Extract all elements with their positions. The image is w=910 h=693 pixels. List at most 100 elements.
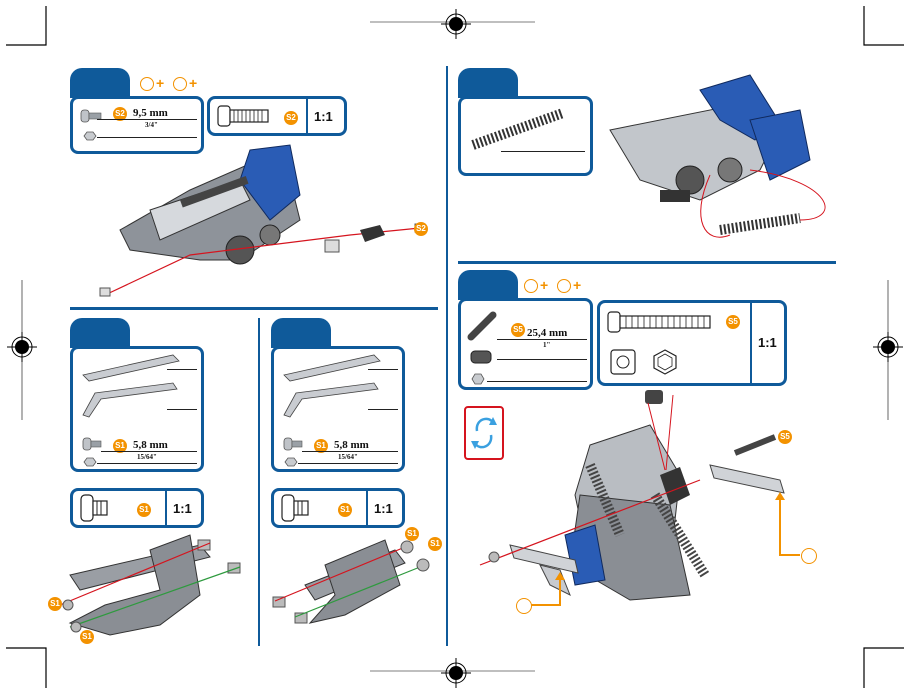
screw-scale-panel: S1 1:1	[70, 488, 204, 528]
measure-label: 5,8 mm	[133, 439, 168, 451]
scale-label: 1:1	[173, 501, 192, 516]
screw-badge: S1	[113, 439, 127, 453]
part-circle	[524, 279, 538, 293]
collar-line	[497, 359, 587, 360]
scale-label: 1:1	[374, 501, 393, 516]
step-number-tab	[458, 68, 518, 98]
strip-line	[368, 409, 398, 410]
rotate-box	[464, 406, 504, 460]
screw-icon	[281, 494, 309, 522]
hex-nut-icon	[653, 349, 677, 375]
scale-divider	[366, 491, 368, 525]
part-circle	[173, 77, 187, 91]
screw-icon	[283, 437, 303, 451]
nut-line	[97, 463, 197, 464]
measure-label: 5,8 mm	[334, 439, 369, 451]
scale-label: 1:1	[758, 335, 777, 350]
screw-scale-panel: S5 1:1	[597, 300, 787, 386]
screw-icon	[217, 105, 269, 127]
screw-badge: S5	[511, 323, 525, 337]
parts-panel: S1 5,8 mm 15/64"	[271, 346, 405, 472]
screw-badge: S2	[113, 107, 127, 121]
screw-badge: S1	[137, 503, 151, 517]
nut-icon	[471, 373, 485, 385]
plus-icon: +	[156, 75, 165, 91]
divider-vertical	[446, 66, 448, 646]
spring-line	[501, 151, 585, 152]
scale-divider	[750, 303, 752, 383]
nut-icon	[83, 457, 97, 467]
divider-left-sub	[258, 318, 260, 646]
part-circle	[557, 279, 571, 293]
screw-badge: S1	[48, 597, 62, 611]
plus-icon: +	[189, 75, 198, 91]
nut-line	[97, 137, 197, 138]
collar-icon	[470, 350, 492, 364]
strip-line	[167, 409, 197, 410]
strip-icon	[82, 354, 180, 382]
screw-badge: S1	[338, 503, 352, 517]
measure-line	[497, 339, 587, 340]
screw-badge: S5	[726, 315, 740, 329]
scale-label: 1:1	[314, 109, 333, 124]
step-number-tab	[271, 318, 331, 348]
spring-icon	[471, 108, 565, 150]
strip-line	[368, 369, 398, 370]
registration-mark-icon	[441, 9, 471, 39]
assembly-illustration	[609, 74, 826, 238]
screw-badge: S2	[284, 111, 298, 125]
axle-icon	[467, 311, 497, 341]
part-circle	[140, 77, 154, 91]
registration-mark-icon	[873, 332, 903, 362]
registration-mark-icon	[7, 332, 37, 362]
scale-divider	[165, 491, 167, 525]
plus-icon: +	[573, 277, 582, 293]
assembly-illustration	[99, 144, 426, 297]
assembly-illustration	[59, 534, 241, 636]
registration-mark-icon	[441, 658, 471, 688]
screw-badge: S1	[80, 630, 94, 644]
screw-badge: S1	[405, 527, 419, 541]
measure-inch: 3/4"	[145, 121, 158, 129]
strip-icon	[283, 354, 381, 382]
parts-panel	[458, 96, 593, 176]
screw-icon	[607, 311, 711, 333]
part-circle	[801, 548, 817, 564]
measure-line	[97, 119, 197, 120]
step-number-tab	[70, 68, 130, 98]
nut-icon	[83, 131, 97, 141]
angle-strip-icon	[283, 382, 379, 418]
step-number-tab	[458, 270, 518, 300]
screw-badge: S1	[428, 537, 442, 551]
assembly-illustration	[479, 390, 800, 606]
parts-panel: S5 25,4 mm 1"	[458, 298, 593, 390]
measure-label: 9,5 mm	[133, 107, 168, 119]
scale-divider	[306, 99, 308, 133]
measure-line	[302, 451, 398, 452]
screw-scale-panel: S2 1:1	[207, 96, 347, 136]
strip-line	[167, 369, 197, 370]
screw-scale-panel: S1 1:1	[271, 488, 405, 528]
screw-badge: S1	[314, 439, 328, 453]
plus-icon: +	[540, 277, 549, 293]
screw-badge: S5	[778, 430, 792, 444]
screw-icon	[80, 494, 108, 522]
part-circle	[516, 598, 532, 614]
parts-panel: S1 5,8 mm 15/64"	[70, 346, 204, 472]
screw-icon	[80, 109, 102, 123]
nut-icon	[284, 457, 298, 467]
parts-panel: S2 9,5 mm 3/4"	[70, 96, 204, 154]
angle-strip-icon	[82, 382, 178, 418]
measure-inch: 15/64"	[338, 453, 358, 461]
measure-label: 25,4 mm	[527, 327, 568, 339]
measure-line	[101, 451, 197, 452]
nut-line	[298, 463, 398, 464]
screw-badge: S2	[414, 222, 428, 236]
measure-inch: 15/64"	[137, 453, 157, 461]
screw-icon	[82, 437, 102, 451]
nut-line	[487, 381, 587, 382]
square-nut-icon	[610, 349, 636, 375]
divider-left	[70, 307, 438, 310]
assembly-illustration	[272, 539, 430, 624]
rotate-arrows-icon	[471, 417, 497, 449]
